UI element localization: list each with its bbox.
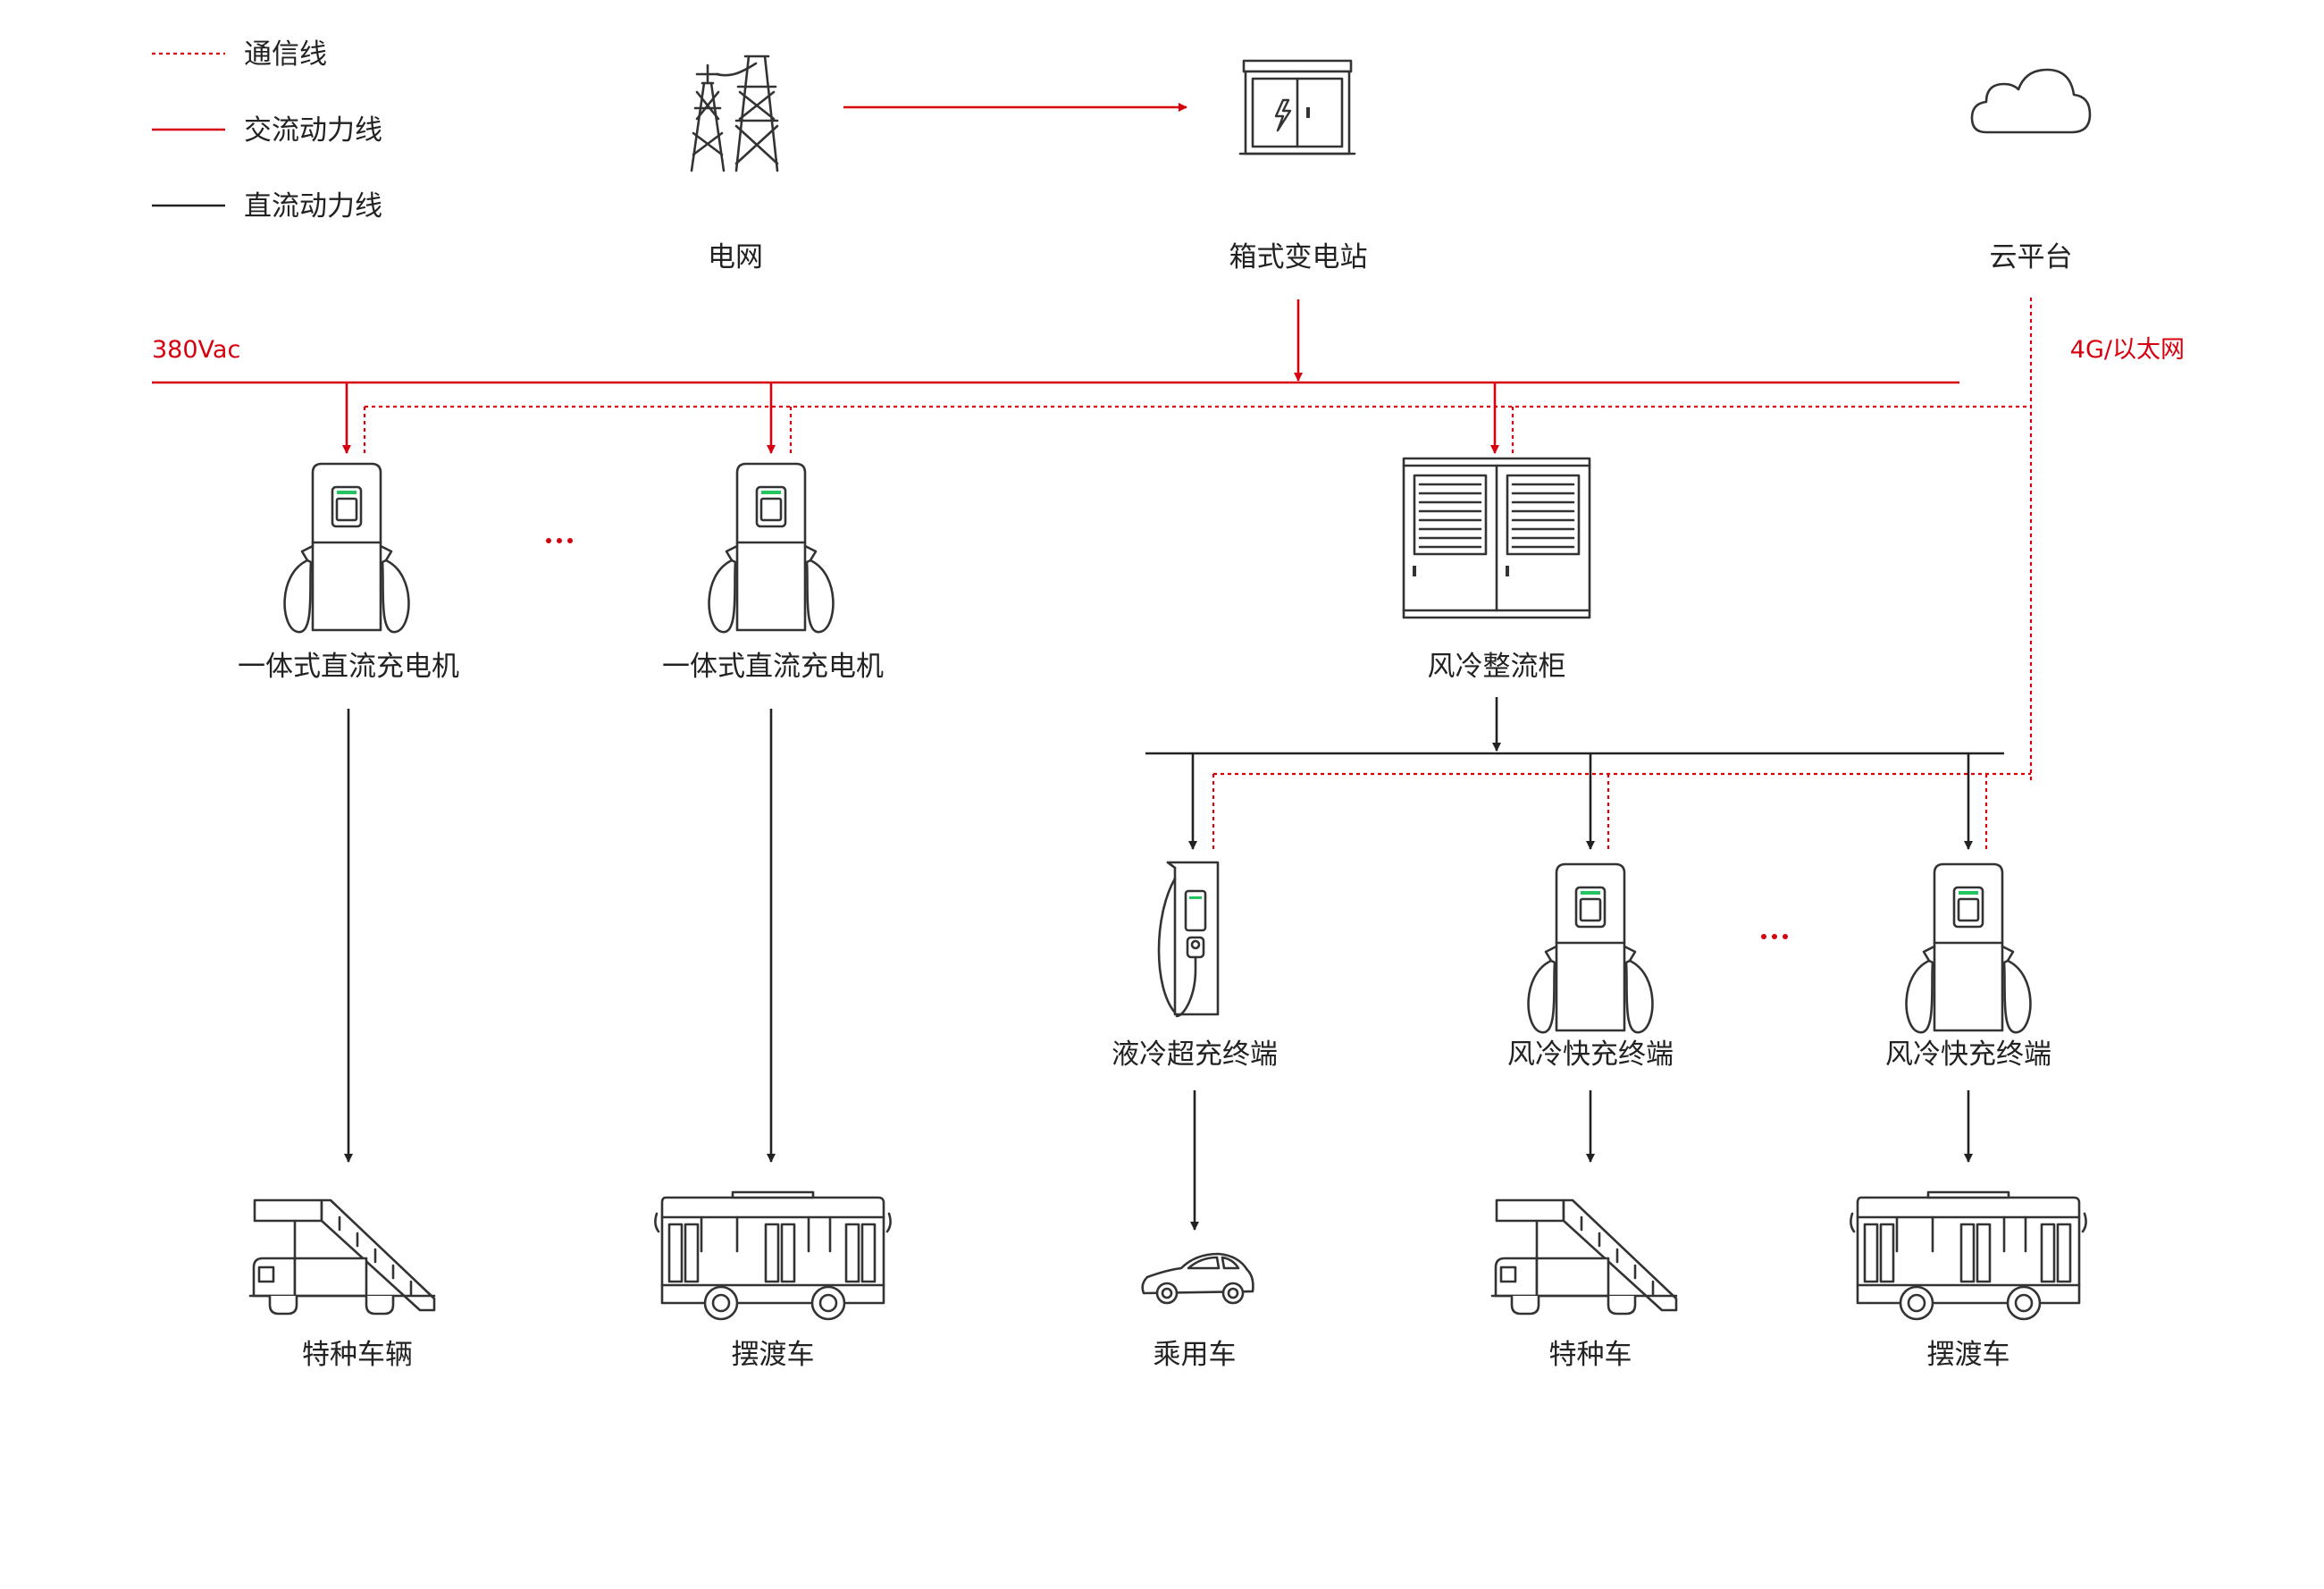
- ac-voltage-label: 380Vac: [152, 336, 240, 364]
- special-vehicle-label: 特种车辆: [302, 1339, 413, 1371]
- cloud-label: 云平台: [1990, 241, 2073, 273]
- cloud-icon: [1970, 68, 2092, 134]
- passenger-car-label: 乘用车: [1154, 1339, 1237, 1371]
- grid-label: 电网: [708, 241, 763, 273]
- liquid-terminal-icon: [1157, 861, 1220, 1018]
- ellipsis-icon: [1761, 934, 1788, 939]
- special-vehicle-2-icon: [1490, 1198, 1678, 1316]
- air-terminal-1-icon: [1527, 862, 1654, 1034]
- air-terminal-1-label: 风冷快充终端: [1507, 1038, 1674, 1071]
- legend-ac-label: 交流动力线: [244, 114, 382, 147]
- legend: 通信线 交流动力线 直流动力线: [152, 38, 382, 223]
- shuttle-bus-2-icon: [1850, 1190, 2087, 1321]
- legend-dc-label: 直流动力线: [244, 190, 382, 223]
- rectifier-label: 风冷整流柜: [1428, 651, 1566, 683]
- special-label: 特种车: [1549, 1339, 1632, 1371]
- liquid-terminal-label: 液冷超充终端: [1112, 1038, 1278, 1071]
- substation-label: 箱式变电站: [1229, 241, 1368, 273]
- passenger-car-icon: [1143, 1254, 1254, 1303]
- charger-1-label: 一体式直流充电机: [238, 651, 459, 683]
- integrated-charger-1-icon: [283, 462, 410, 634]
- box-substation-icon: [1238, 59, 1356, 156]
- shuttle-bus-1-icon: [654, 1190, 892, 1321]
- shuttle-1-label: 摆渡车: [732, 1339, 815, 1371]
- charger-2-label: 一体式直流充电机: [662, 651, 884, 683]
- power-grid-icon: [690, 55, 779, 172]
- air-terminal-2-icon: [1905, 862, 2032, 1034]
- network-label: 4G/以太网: [2070, 336, 2185, 364]
- special-vehicle-icon: [248, 1198, 436, 1316]
- ellipsis-icon: [546, 538, 573, 543]
- rectifier-cabinet-icon: [1402, 457, 1591, 619]
- shuttle-2-label: 摆渡车: [1927, 1339, 2010, 1371]
- integrated-charger-2-icon: [708, 462, 835, 634]
- legend-communication-label: 通信线: [244, 38, 327, 71]
- air-terminal-2-label: 风冷快充终端: [1885, 1038, 2051, 1071]
